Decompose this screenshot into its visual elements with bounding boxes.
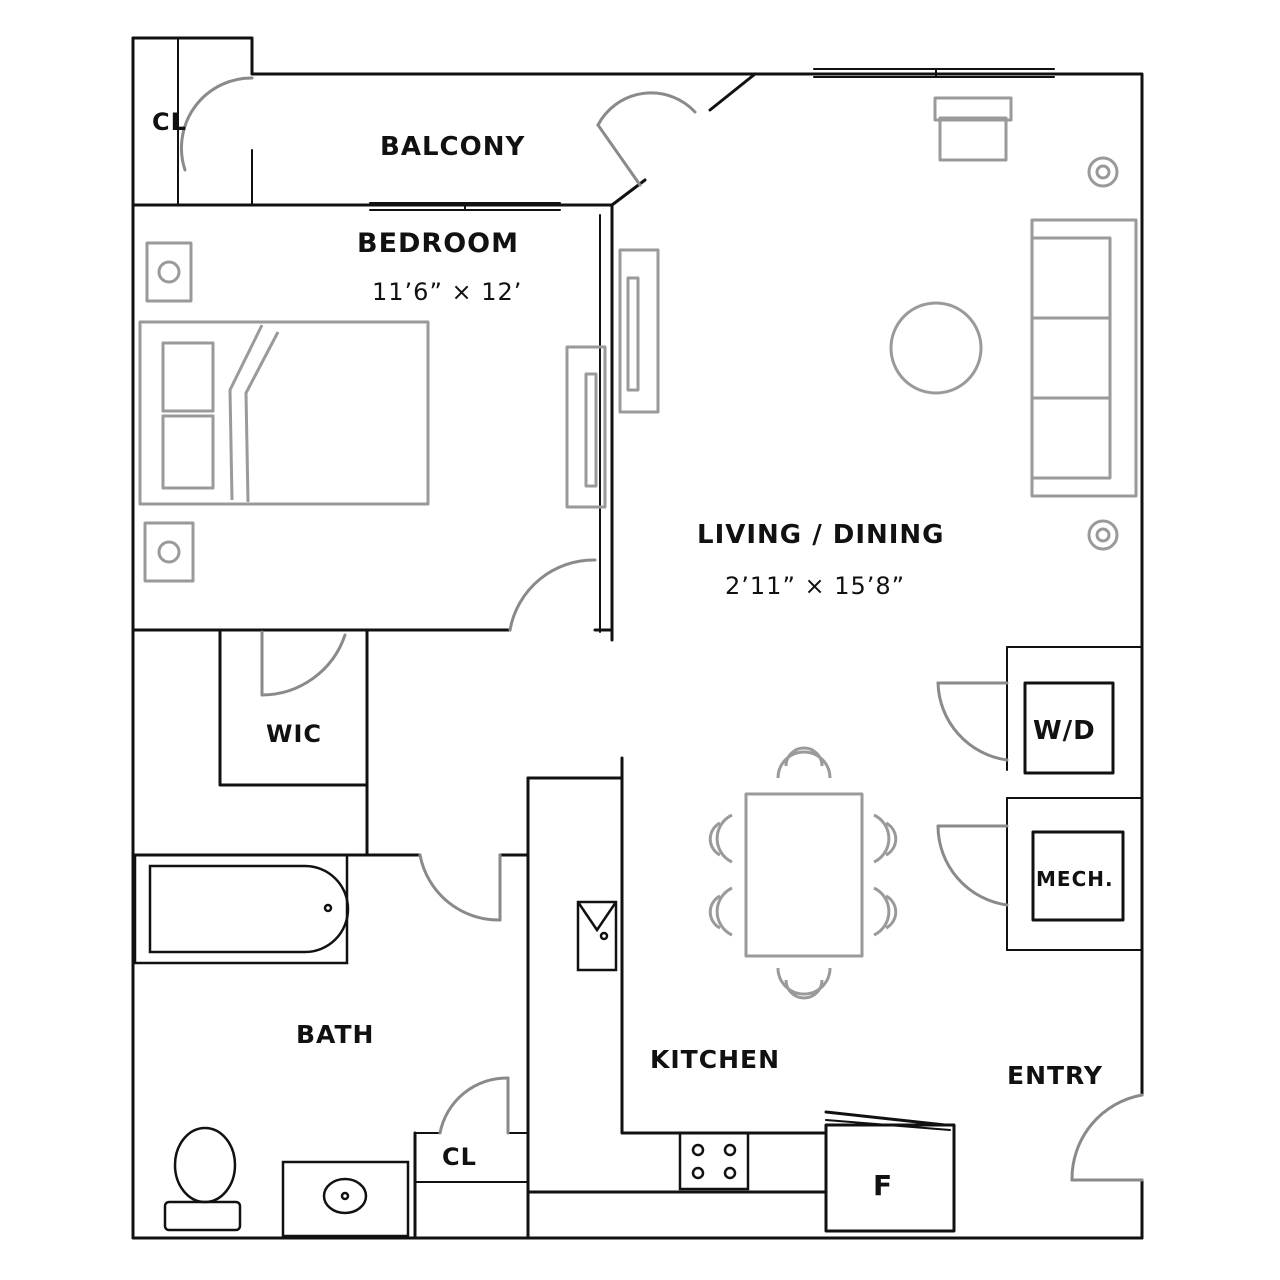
mech-door[interactable] — [936, 824, 1009, 907]
floor-lamp-bottom — [1087, 519, 1119, 551]
closet-door[interactable] — [179, 76, 254, 172]
nightstand-bottom — [143, 521, 195, 583]
label-mech: MECH. — [1036, 867, 1114, 891]
stove — [678, 1131, 750, 1191]
label-cl-bottom: CL — [442, 1143, 477, 1171]
bedroom-walls — [131, 203, 614, 642]
wic-door[interactable] — [260, 630, 347, 697]
label-living-dining: LIVING / DINING — [697, 520, 945, 550]
label-bath: BATH — [296, 1020, 374, 1049]
label-wic: WIC — [266, 720, 322, 748]
balcony-door[interactable] — [596, 91, 697, 187]
wd-door[interactable] — [936, 681, 1009, 762]
bath-door[interactable] — [418, 853, 502, 922]
bath-vanity — [281, 1160, 410, 1238]
bedroom-door[interactable] — [508, 558, 597, 632]
mech-unit — [1031, 830, 1125, 922]
bath-closet-door[interactable] — [438, 1076, 510, 1135]
wic-walls — [218, 628, 369, 857]
kitchen-sink — [576, 900, 618, 972]
coffee-table — [889, 301, 983, 395]
kitchen-walls — [526, 756, 827, 1194]
bed — [138, 320, 430, 506]
bathtub — [133, 853, 350, 965]
label-kitchen: KITCHEN — [650, 1045, 780, 1074]
dining-chairs — [708, 746, 898, 1000]
armchair — [933, 96, 1013, 162]
label-balcony: BALCONY — [380, 132, 525, 162]
label-fridge: F — [873, 1169, 893, 1202]
wd-unit — [1023, 681, 1115, 775]
label-cl-top: CL — [152, 108, 187, 136]
label-entry: ENTRY — [1007, 1061, 1103, 1090]
bedroom-dresser — [565, 345, 607, 509]
floor-lamp-top — [1087, 156, 1119, 188]
dining-table — [744, 792, 864, 958]
sofa — [1030, 218, 1138, 498]
entry-door[interactable] — [1070, 1093, 1144, 1182]
refrigerator — [824, 1110, 956, 1233]
label-bedroom-dimensions: 11’6” × 12’ — [372, 278, 522, 306]
utility-walls — [1006, 646, 1143, 951]
nightstand-top — [145, 241, 193, 303]
label-wd: W/D — [1033, 716, 1096, 746]
tv-console — [618, 248, 660, 414]
label-living-dimensions: 2’11” × 15’8” — [725, 572, 905, 600]
exterior-walls — [131, 36, 1144, 1240]
label-bedroom: BEDROOM — [357, 228, 519, 259]
balcony-walls — [131, 37, 1055, 211]
toilet — [163, 1126, 242, 1232]
